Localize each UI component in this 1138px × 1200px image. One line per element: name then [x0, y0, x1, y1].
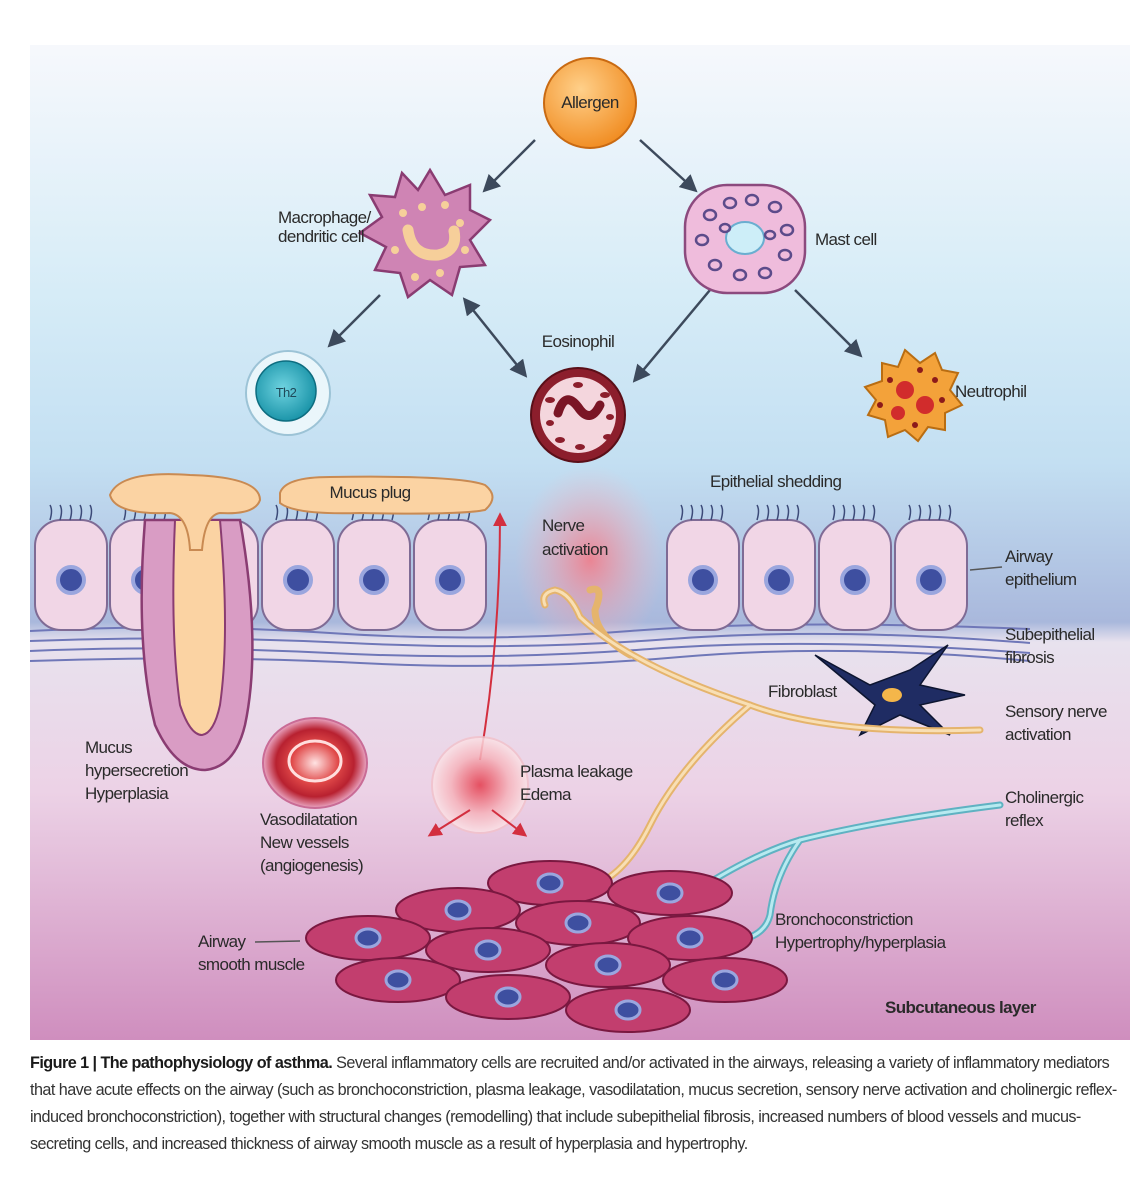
svg-text:Hypertrophy/hyperplasia: Hypertrophy/hyperplasia: [775, 933, 947, 952]
svg-text:fibrosis: fibrosis: [1005, 648, 1054, 667]
svg-text:hypersecretion: hypersecretion: [85, 761, 188, 780]
svg-text:Plasma leakage: Plasma leakage: [520, 762, 633, 781]
svg-text:Mucus plug: Mucus plug: [330, 483, 411, 502]
cell-arrows: [327, 139, 863, 383]
caption-body: Several inflammatory cells are recruited…: [30, 1054, 1117, 1153]
th2-cell: Th2: [245, 350, 331, 436]
sensory-nerve-inner: [542, 588, 982, 882]
svg-text:Vasodilatation: Vasodilatation: [260, 810, 357, 829]
subcutaneous-layer-label: Subcutaneous layer: [885, 998, 1037, 1017]
svg-text:Nerve: Nerve: [542, 516, 584, 535]
blood-vessel: Vasodilatation New vessels (angiogenesis…: [260, 717, 368, 875]
plasma-to-mucus-arrow: [479, 512, 507, 761]
epithelial-shedding-label: Epithelial shedding: [710, 472, 841, 491]
airway-epithelium: Airway epithelium: [34, 504, 1078, 631]
svg-text:Fibroblast: Fibroblast: [768, 682, 838, 701]
eosinophil-cell: Eosinophil: [530, 332, 626, 463]
svg-text:activation: activation: [542, 540, 608, 559]
svg-text:reflex: reflex: [1005, 811, 1044, 830]
svg-text:Edema: Edema: [520, 785, 572, 804]
svg-text:Subepithelial: Subepithelial: [1005, 625, 1095, 644]
svg-text:New vessels: New vessels: [260, 833, 349, 852]
svg-text:Neutrophil: Neutrophil: [955, 382, 1027, 401]
mucus-gland: [108, 473, 262, 772]
svg-text:dendritic cell: dendritic cell: [278, 227, 364, 246]
allergen-cell: Allergen: [543, 57, 637, 149]
svg-text:activation: activation: [1005, 725, 1071, 744]
svg-text:Hyperplasia: Hyperplasia: [85, 784, 169, 803]
nerve-activation-glow: [515, 465, 665, 655]
svg-text:smooth muscle: smooth muscle: [198, 955, 305, 974]
svg-text:Eosinophil: Eosinophil: [542, 332, 614, 351]
figure-caption: Figure 1 | The pathophysiology of asthma…: [30, 1050, 1125, 1158]
svg-text:Airway: Airway: [1005, 547, 1054, 566]
airway-smooth-muscle: Airway smooth muscle: [198, 860, 788, 1033]
svg-text:Airway: Airway: [198, 932, 247, 951]
pathophysiology-diagram: Allergen Macrophage/ dendritic cell Mast…: [30, 45, 1130, 1040]
svg-text:Macrophage/: Macrophage/: [278, 208, 372, 227]
svg-text:Allergen: Allergen: [561, 93, 619, 112]
svg-text:epithelium: epithelium: [1005, 570, 1077, 589]
caption-title: Figure 1 | The pathophysiology of asthma…: [30, 1054, 333, 1072]
neutrophil-cell: Neutrophil: [863, 348, 1027, 443]
macrophage-cell: Macrophage/ dendritic cell: [278, 167, 493, 300]
svg-text:Th2: Th2: [276, 385, 297, 400]
svg-text:Sensory nerve: Sensory nerve: [1005, 702, 1107, 721]
svg-text:Cholinergic: Cholinergic: [1005, 788, 1085, 807]
svg-text:Mucus: Mucus: [85, 738, 132, 757]
mast-cell: Mast cell: [683, 183, 877, 295]
svg-text:(angiogenesis): (angiogenesis): [260, 856, 363, 875]
mucus-plug: Mucus plug: [279, 475, 494, 515]
plasma-leakage: Plasma leakage Edema: [427, 736, 633, 837]
svg-text:Bronchoconstriction: Bronchoconstriction: [775, 910, 913, 929]
svg-text:Mast cell: Mast cell: [815, 230, 877, 249]
